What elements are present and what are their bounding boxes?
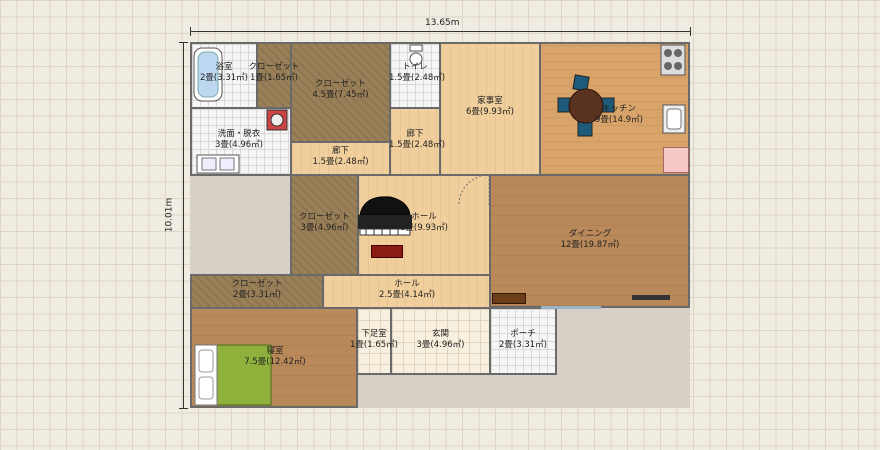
bed-icon xyxy=(194,344,272,406)
room-porch xyxy=(489,307,557,375)
label-kitchen-name: キッチン xyxy=(601,104,636,114)
label-porch-size: 2畳(3.31㎡) xyxy=(499,340,547,350)
label-shoe-name: 下足室 xyxy=(361,329,387,339)
dining-table-icon xyxy=(557,74,615,137)
room-closet-b xyxy=(290,42,391,143)
label-washroom-size: 3畳(4.96㎡) xyxy=(215,140,263,150)
room-hall-b xyxy=(389,107,441,176)
label-hall-piano-name: ホール xyxy=(411,212,437,222)
label-dining-size: 12畳(19.87㎡) xyxy=(560,240,620,250)
room-entrance xyxy=(390,307,491,375)
window-bar xyxy=(541,306,601,309)
label-closet-c-size: 3畳(4.96㎡) xyxy=(300,223,349,233)
toilet-icon xyxy=(409,44,423,66)
label-hall-b-name: 廊下 xyxy=(406,129,424,139)
kitchen-sink-icon xyxy=(662,104,686,134)
room-utility xyxy=(439,42,541,176)
width-dimension-tick-right xyxy=(690,27,691,36)
ac-unit-icon xyxy=(632,295,670,300)
label-kitchen-size: 9畳(14.9㎡) xyxy=(595,115,643,125)
label-closet-d-name: クローゼット xyxy=(231,279,283,289)
label-bedroom-size: 7.5畳(12.42㎡) xyxy=(244,357,306,367)
label-closet-b-size: 4.5畳(7.45㎡) xyxy=(312,90,369,100)
label-bedroom-name: 寝室 xyxy=(266,346,284,356)
fridge-icon xyxy=(663,147,689,173)
bathtub-icon xyxy=(193,47,223,102)
piano-icon xyxy=(358,196,412,236)
room-hall-a xyxy=(290,141,391,176)
exterior-void-right xyxy=(556,308,690,375)
sink-icon xyxy=(196,154,240,174)
label-hall-b-size: 1.5畳(2.48㎡) xyxy=(389,140,446,150)
width-dimension-line xyxy=(190,31,690,32)
label-bath-size: 2畳(3.31㎡) xyxy=(200,73,248,83)
height-dimension-line xyxy=(183,42,184,408)
label-closet-b-name: クローゼット xyxy=(314,79,366,89)
label-porch-name: ポーチ xyxy=(510,329,536,339)
label-dining-name: ダイニング xyxy=(568,229,612,239)
label-toilet-size: 1.5畳(2.48㎡) xyxy=(389,73,446,83)
exterior-void-bottom xyxy=(356,375,690,408)
label-hall-c-name: ホール xyxy=(394,279,420,289)
label-toilet-name: トイレ xyxy=(402,62,428,72)
label-hall-a-name: 廊下 xyxy=(331,146,349,156)
label-closet-a-size: 1畳(1.65㎡) xyxy=(250,73,298,83)
stove-icon xyxy=(660,44,686,76)
label-hall-c-size: 2.5畳(4.14㎡) xyxy=(378,290,436,300)
label-washroom-name: 洗面・脱衣 xyxy=(217,129,261,139)
label-utility-name: 家事室 xyxy=(477,96,503,106)
label-closet-a-name: クローゼット xyxy=(248,62,300,72)
door-icon xyxy=(458,174,490,206)
room-hall-c xyxy=(322,274,491,309)
label-shoe-size: 1畳(1.65㎡) xyxy=(350,340,398,350)
piano-bench-icon xyxy=(371,245,403,258)
label-closet-d-size: 2畳(3.31㎡) xyxy=(233,290,281,300)
width-dimension-label: 13.65m xyxy=(425,18,460,28)
washer-icon xyxy=(266,109,288,131)
exterior-void-left xyxy=(190,175,290,276)
width-dimension-tick-left xyxy=(190,27,191,36)
label-bath-name: 浴室 xyxy=(215,62,233,72)
label-closet-c-name: クローゼット xyxy=(298,212,350,222)
label-hall-piano-size: 6畳(9.93㎡) xyxy=(400,223,448,233)
tv-stand-icon xyxy=(492,293,526,304)
label-utility-size: 6畳(9.93㎡) xyxy=(466,107,514,117)
height-dimension-tick-bottom xyxy=(179,408,188,409)
height-dimension-tick-top xyxy=(179,42,188,43)
room-shoe xyxy=(356,307,392,375)
label-entrance-size: 3畳(4.96㎡) xyxy=(416,340,465,350)
height-dimension-label: 10.01m xyxy=(164,197,175,233)
label-hall-a-size: 1.5畳(2.48㎡) xyxy=(312,157,369,167)
label-entrance-name: 玄関 xyxy=(431,329,449,339)
